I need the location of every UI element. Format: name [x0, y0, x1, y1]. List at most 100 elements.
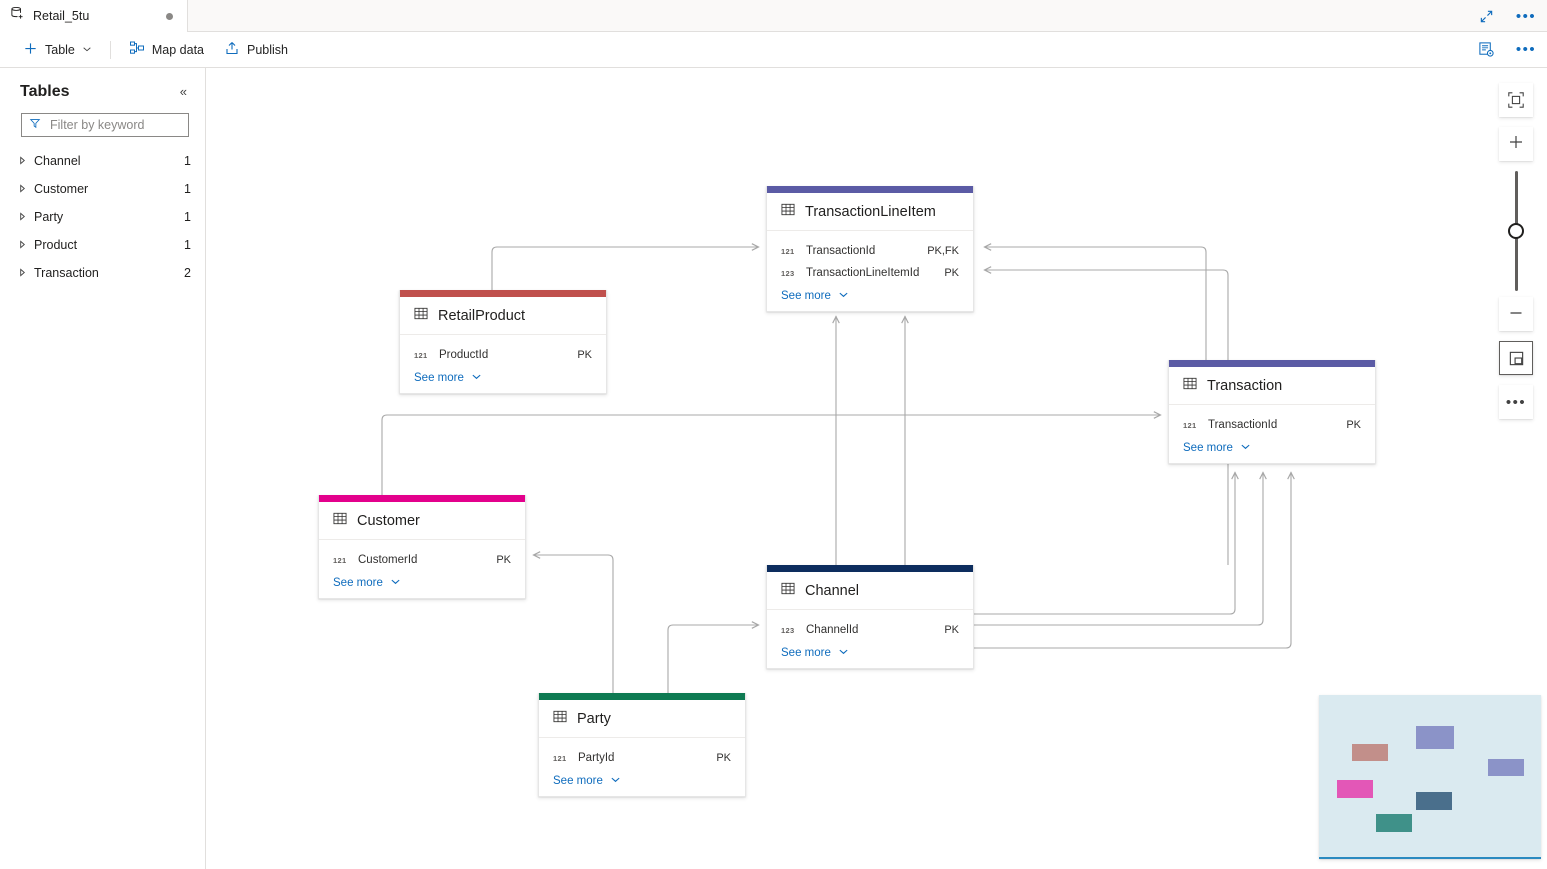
publish-label: Publish: [247, 42, 289, 57]
table-name: Transaction: [1207, 377, 1283, 394]
chevron-down-icon: [610, 774, 621, 787]
chevron-right-icon[interactable]: [18, 183, 34, 195]
chevron-down-icon: [1240, 441, 1251, 454]
see-more-link[interactable]: See more: [767, 284, 973, 305]
table-name: Channel: [805, 582, 860, 599]
table-card-header[interactable]: TransactionLineItem: [767, 193, 973, 231]
tab-strip: Retail_5tu •••: [0, 0, 1547, 32]
see-more-link[interactable]: See more: [1169, 436, 1375, 457]
fit-to-screen-icon[interactable]: [1499, 83, 1533, 117]
command-bar-overflow-button[interactable]: •••: [1513, 37, 1539, 63]
map-data-icon: [129, 40, 145, 59]
map-data-button[interactable]: Map data: [120, 36, 213, 64]
sidebar-item-label: Party: [34, 210, 64, 224]
table-color-bar: [767, 565, 973, 572]
diagram-canvas[interactable]: TransactionLineItem 121 TransactionId PK,FK…: [206, 68, 1547, 869]
table-field-row[interactable]: 121 TransactionId PK,FK: [767, 240, 973, 262]
window-overflow-menu-button[interactable]: •••: [1513, 3, 1539, 29]
table-grid-icon: [1183, 377, 1197, 395]
minimap-toggle-button[interactable]: [1499, 341, 1533, 375]
table-grid-icon: [553, 710, 567, 728]
search-input[interactable]: [48, 117, 181, 133]
chevron-down-icon: [838, 646, 849, 659]
publish-button[interactable]: Publish: [215, 36, 297, 64]
chevron-right-icon[interactable]: [18, 211, 34, 223]
chevron-right-icon[interactable]: [18, 155, 34, 167]
table-name: Customer: [357, 512, 420, 529]
field-key-badge: PK,FK: [927, 245, 959, 257]
table-card-header[interactable]: RetailProduct: [400, 297, 606, 335]
sidebar-item-label: Channel: [34, 154, 81, 168]
minimap-rect-channel: [1416, 792, 1452, 810]
canvas-minimap[interactable]: [1319, 695, 1541, 859]
chevron-down-icon: [471, 371, 482, 384]
overflow-dots: •••: [1515, 7, 1537, 25]
command-bar: Table Map data: [0, 32, 1547, 68]
table-name: Party: [577, 710, 611, 727]
field-name: TransactionLineItemId: [806, 267, 920, 279]
canvas-more-options-button[interactable]: •••: [1499, 385, 1533, 419]
field-name: TransactionId: [806, 245, 876, 257]
table-card-transactionlineitem[interactable]: TransactionLineItem 121 TransactionId PK,FK…: [766, 186, 974, 312]
minus-icon: [1508, 305, 1524, 324]
see-more-link[interactable]: See more: [539, 769, 745, 790]
table-card-header[interactable]: Party: [539, 700, 745, 738]
sidebar-item-transaction[interactable]: Transaction 2: [0, 259, 205, 287]
field-name: PartyId: [578, 752, 615, 764]
sidebar-item-count: 2: [184, 266, 191, 280]
table-color-bar: [767, 186, 973, 193]
see-more-link[interactable]: See more: [767, 641, 973, 662]
field-type-icon: 121: [333, 555, 347, 565]
see-more-link[interactable]: See more: [400, 366, 606, 387]
collapse-sidebar-button[interactable]: «: [179, 84, 187, 99]
minimap-rect-retailproduct: [1352, 744, 1388, 761]
table-card-header[interactable]: Customer: [319, 502, 525, 540]
filter-box[interactable]: [21, 113, 189, 137]
see-more-link[interactable]: See more: [319, 571, 525, 592]
table-card-header[interactable]: Transaction: [1169, 367, 1375, 405]
chevron-down-icon: [82, 44, 92, 56]
zoom-slider[interactable]: [1499, 171, 1533, 291]
table-color-bar: [1169, 360, 1375, 367]
chevron-right-icon[interactable]: [18, 239, 34, 251]
field-name: ProductId: [439, 349, 489, 361]
table-name: TransactionLineItem: [805, 203, 936, 220]
table-name: RetailProduct: [438, 307, 526, 324]
field-key-badge: PK: [944, 267, 959, 279]
properties-settings-icon[interactable]: [1473, 37, 1499, 63]
chevron-right-icon[interactable]: [18, 267, 34, 279]
tab-retail-5tu[interactable]: Retail_5tu: [0, 0, 188, 32]
field-type-icon: 121: [781, 246, 795, 256]
table-color-bar: [400, 290, 606, 297]
zoom-slider-thumb[interactable]: [1508, 223, 1524, 239]
table-card-header[interactable]: Channel: [767, 572, 973, 610]
zoom-out-button[interactable]: [1499, 297, 1533, 331]
tables-sidebar: Tables « Channel1Customer1Party1Product1…: [0, 68, 206, 869]
add-table-button[interactable]: Table: [14, 36, 101, 64]
field-name: ChannelId: [806, 624, 859, 636]
expand-diagonal-icon[interactable]: [1473, 3, 1499, 29]
toolbar-divider: [109, 40, 111, 59]
sidebar-item-label: Transaction: [34, 266, 99, 280]
zoom-in-button[interactable]: [1499, 127, 1533, 161]
